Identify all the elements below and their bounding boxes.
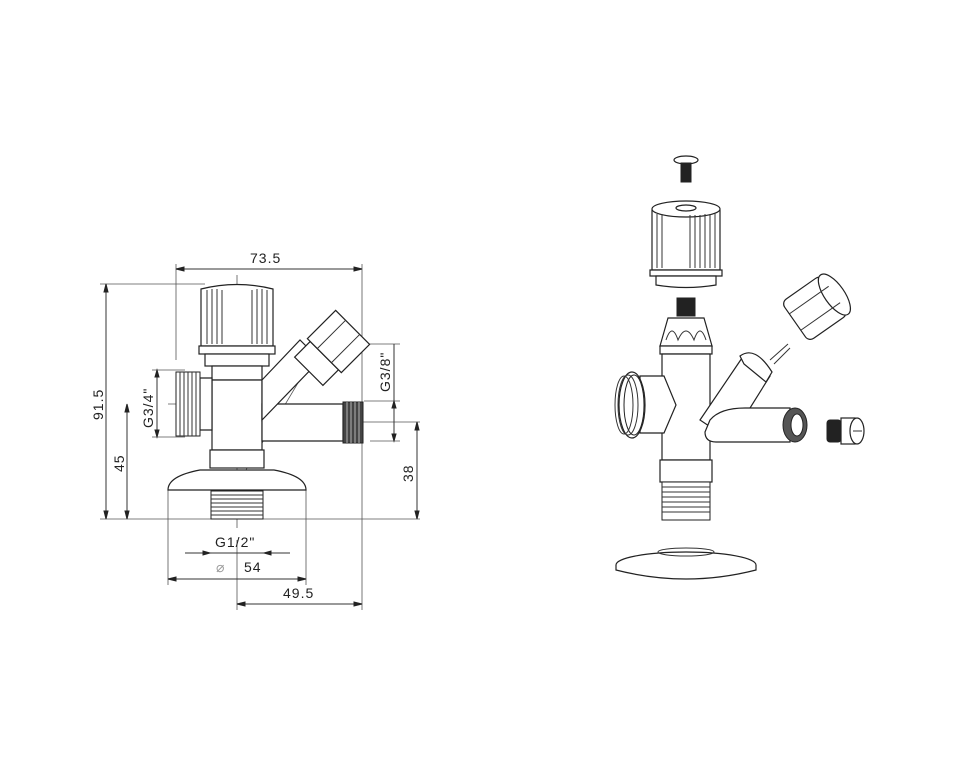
dim-overall-height: 91.5 (90, 389, 106, 420)
dim-inlet-height: 45 (111, 454, 127, 472)
dimensioned-view: 73.5 91.5 45 G3/4" G3/8" 38 G1/2" (90, 250, 420, 610)
valve-body-3d (614, 343, 808, 521)
handwheel-cap (649, 200, 723, 289)
valve-body (175, 309, 371, 469)
dim-rosette-diameter: 54 (244, 559, 262, 575)
dim-outlet-thread: G3/8" (377, 352, 393, 392)
wall-rosette (167, 469, 307, 491)
wall-rosette-3d (615, 547, 757, 580)
handwheel (198, 283, 276, 381)
exploded-view (614, 155, 865, 580)
dim-outlet-height: 38 (400, 464, 416, 482)
dim-offset: 49.5 (283, 585, 314, 601)
valve-spindle (659, 297, 713, 347)
dim-overall-width: 73.5 (250, 250, 281, 266)
screw (673, 155, 699, 183)
diameter-symbol: ⌀ (216, 559, 225, 575)
bottom-thread (210, 490, 264, 520)
outlet-plug (826, 417, 865, 445)
dim-side-thread: G3/4" (140, 388, 156, 428)
dim-bottom-thread: G1/2" (215, 534, 255, 550)
outlet-cap-nut (783, 273, 852, 340)
